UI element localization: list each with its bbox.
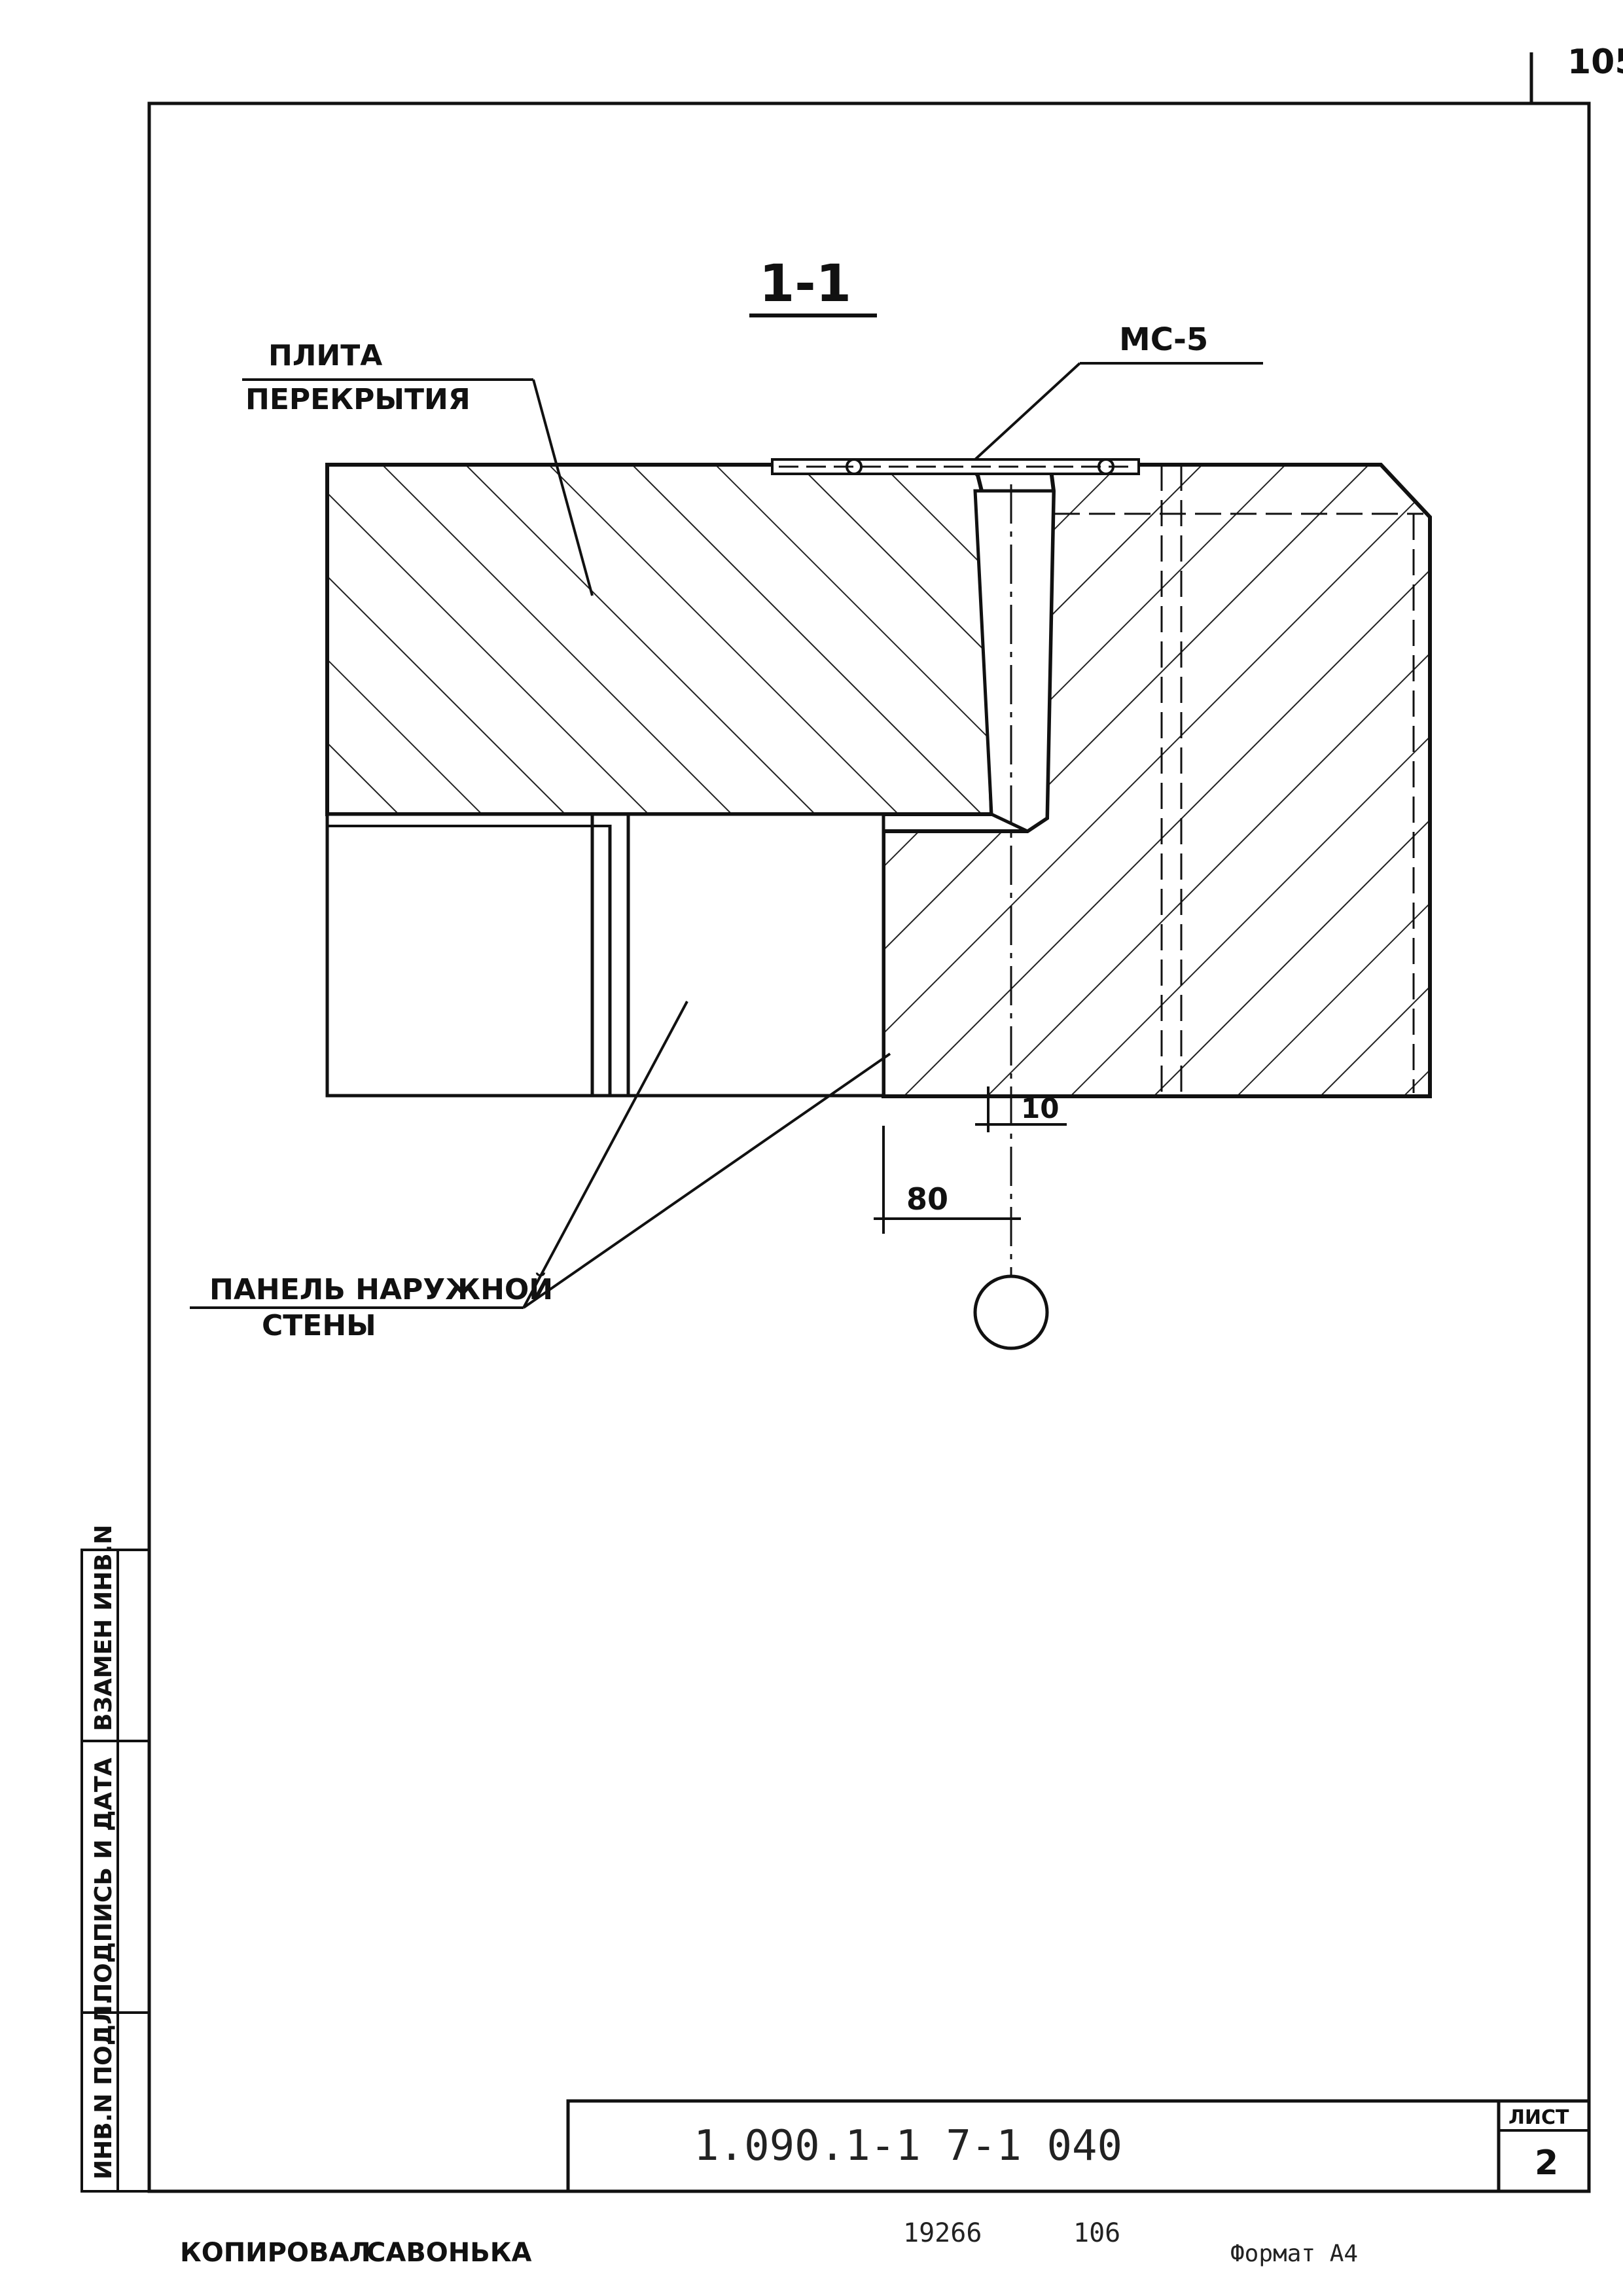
footer-format: Формат А4 [1230,2240,1358,2267]
footer-copied-by-label: КОПИРОВАЛ [180,2238,371,2268]
label-slab-leader [532,379,594,596]
wall-panel-inner [325,812,885,1098]
page-number: 105 [1567,43,1623,82]
label-wall-line1: ПАНЕЛЬ НАРУЖНОЙ [209,1272,553,1306]
dim-gap-value: 10 [1021,1092,1059,1124]
label-wall-line2: СТЕНЫ [262,1309,376,1342]
footer-order-code: 106 [1073,2218,1120,2248]
drawing-frame [147,101,1591,2193]
title-block-designation: 1.090.1-1 7-1 040 [694,2122,1122,2170]
title-block-sheet-number: 2 [1535,2144,1558,2183]
label-anchor-leader [974,362,1081,461]
footer-order-number: 19266 [903,2218,982,2248]
label-slab-line2: ПЕРЕКРЫТИЯ [245,383,471,416]
dim-offset-value: 80 [906,1181,948,1217]
axis-marker [973,1274,1049,1350]
side-stamp-field1: ИНВ.N ПОДЛ. [90,1996,117,2179]
label-wall-leader1 [522,1001,688,1308]
footer-copier-name: САВОНЬКА [366,2238,531,2268]
title-block-sheet-label: ЛИСТ [1508,2106,1569,2129]
title-block [566,2099,1591,2193]
side-stamp-field2: ПОДПИСЬ И ДАТА [90,1757,117,2003]
label-anchor: МС-5 [1119,321,1208,358]
grout-joint [973,489,1056,833]
section-title: 1-1 [759,255,851,314]
label-wall-leader2 [522,1052,891,1309]
side-stamp-field3: ВЗАМЕН ИНВ.N [90,1525,117,1731]
floor-slab [325,463,994,816]
side-stamp [80,1549,151,2193]
label-slab-line1: ПЛИТА [268,339,382,372]
